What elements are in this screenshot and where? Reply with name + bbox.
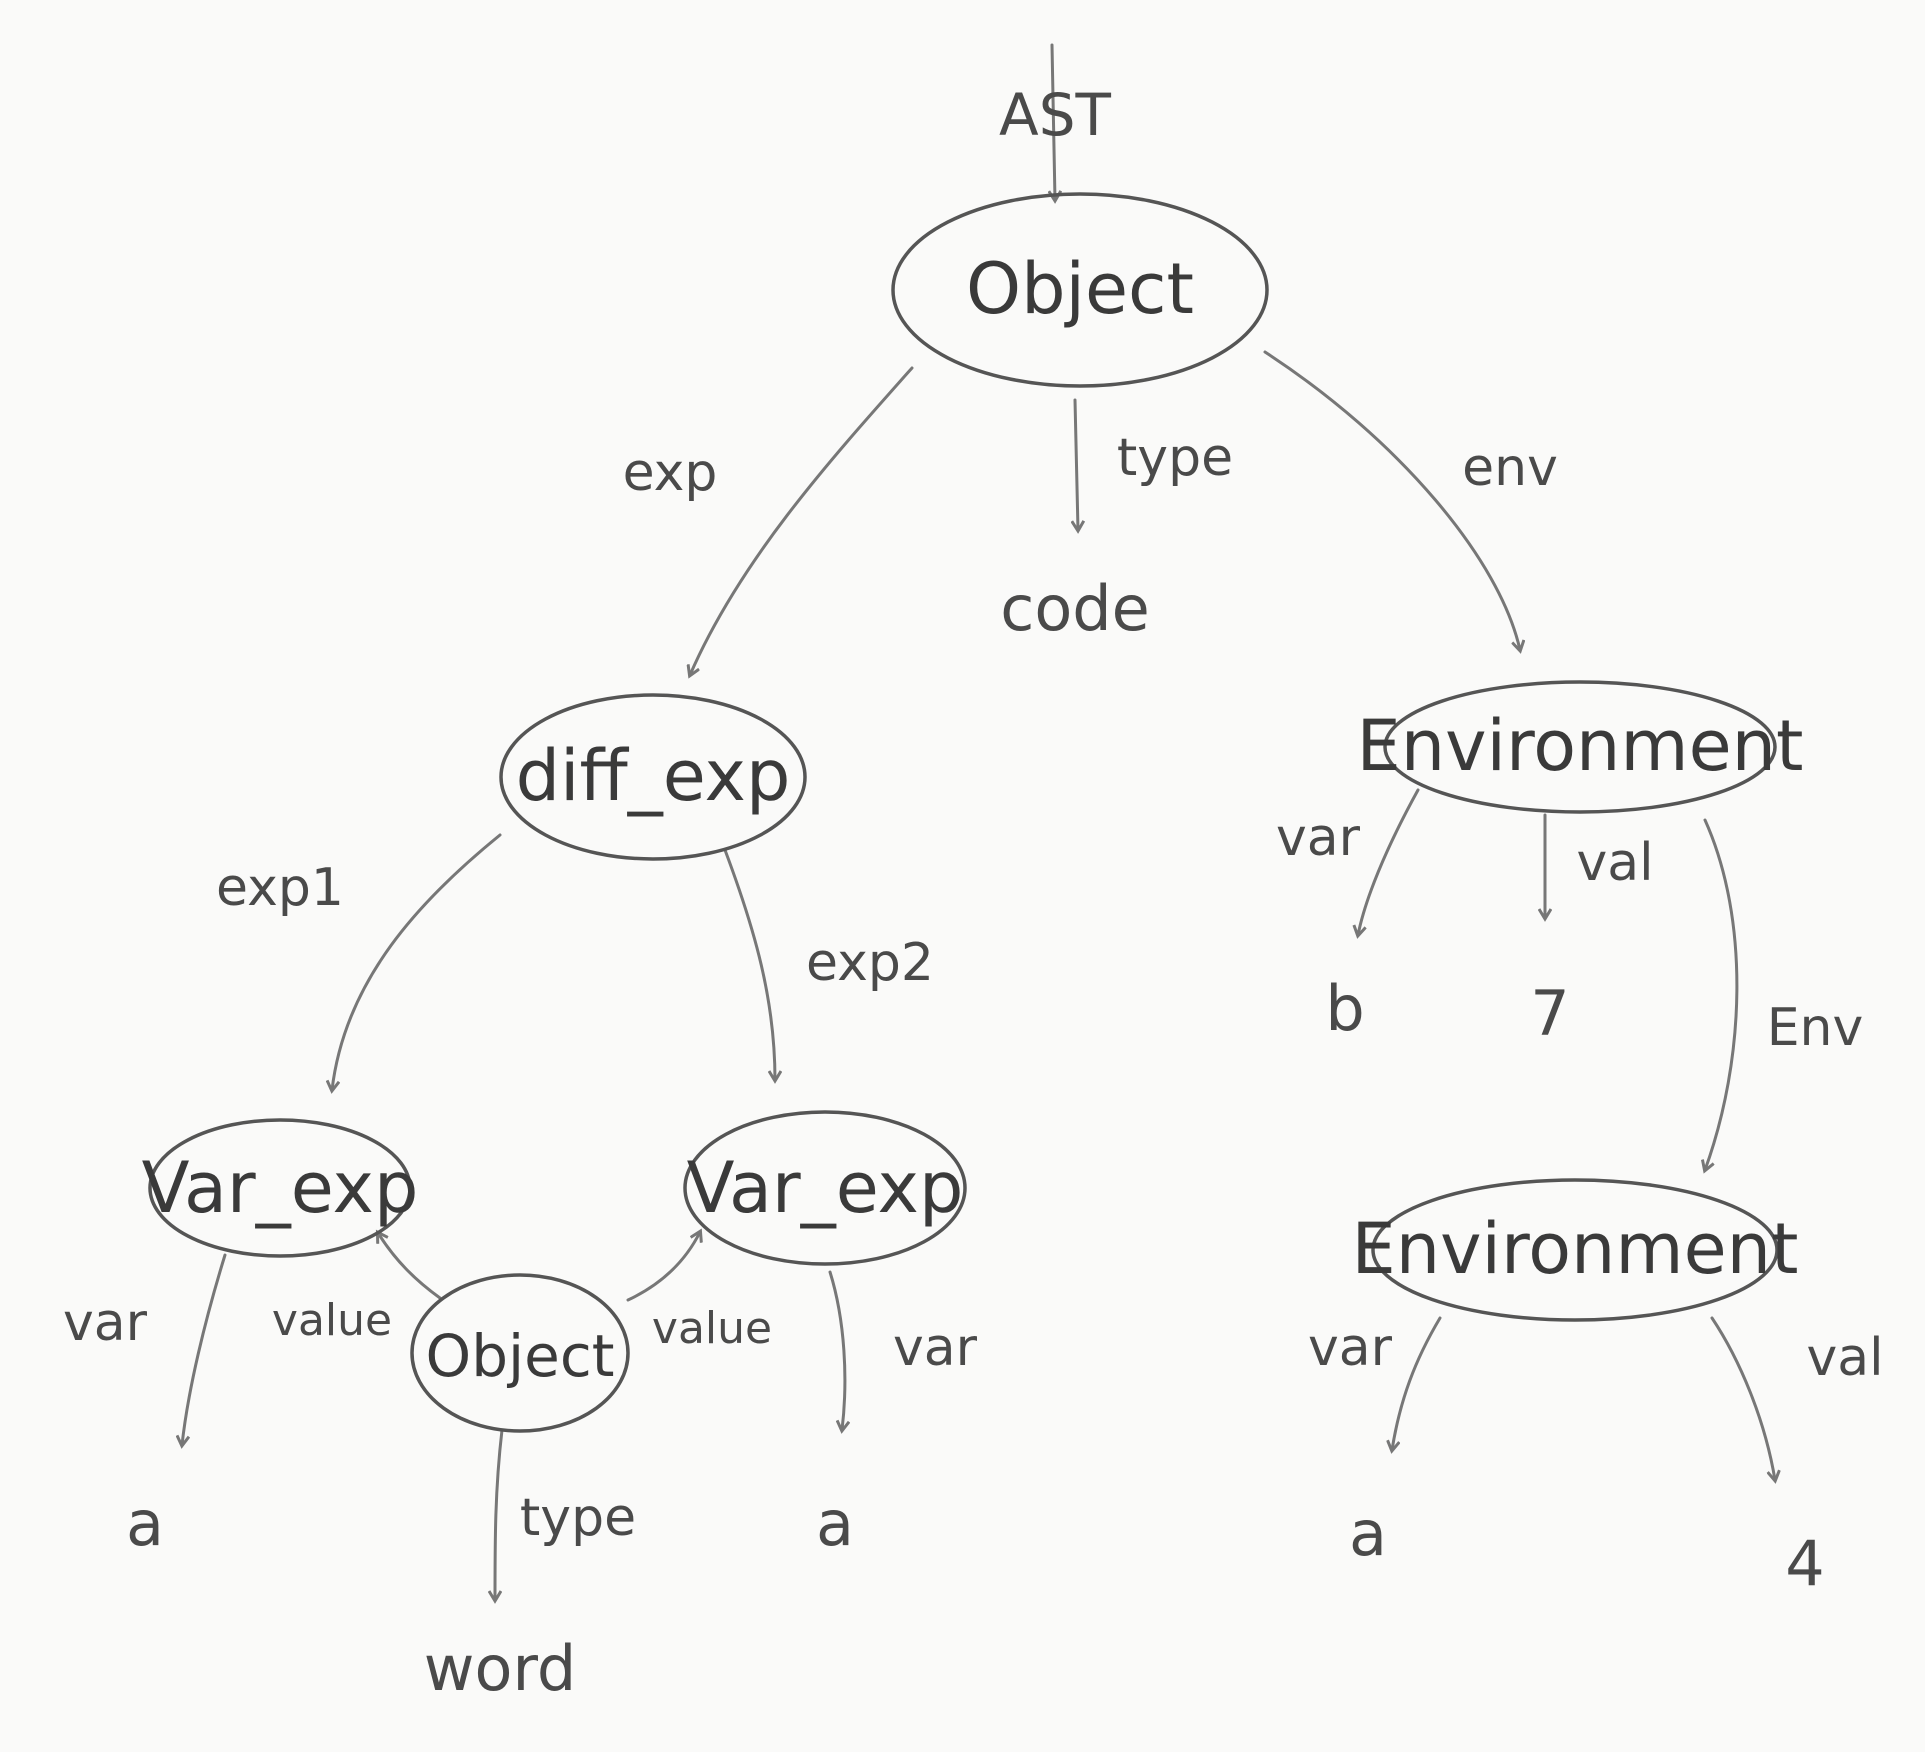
node-var-exp-left-label: Var_exp	[142, 1147, 419, 1229]
label-value-left: value	[272, 1295, 392, 1346]
edge-value-right	[626, 1232, 700, 1302]
edge-exp	[690, 366, 914, 675]
label-exp: exp	[623, 443, 718, 503]
edge-env	[1263, 350, 1520, 650]
node-diff-exp: diff_exp	[499, 693, 807, 861]
edge-val-env2	[1710, 1316, 1775, 1480]
leaf-code: code	[1000, 572, 1150, 645]
edge-var-left	[182, 1253, 227, 1445]
label-val-env2: val	[1806, 1328, 1883, 1388]
leaf-seven: 7	[1530, 977, 1569, 1050]
node-object-root-label: Object	[966, 248, 1194, 330]
node-diff-exp-label: diff_exp	[516, 735, 791, 817]
label-exp2: exp2	[806, 933, 934, 993]
edge-env-link	[1705, 818, 1739, 1170]
leaf-word: word	[424, 1632, 576, 1705]
edge-type-root	[1075, 398, 1078, 530]
label-type-inner: type	[520, 1488, 636, 1548]
edge-var-env2	[1392, 1316, 1442, 1450]
label-env: env	[1462, 438, 1558, 498]
leaf-a-mid: a	[816, 1487, 854, 1560]
node-var-exp-left: Var_exp	[142, 1118, 419, 1258]
label-val-env1: val	[1576, 833, 1653, 893]
edge-type-inner	[495, 1428, 504, 1600]
edge-exp2	[723, 848, 775, 1080]
node-object-inner-label: Object	[426, 1322, 615, 1390]
node-object-inner: Object	[410, 1273, 630, 1433]
leaf-four: 4	[1785, 1527, 1824, 1600]
node-environment-1: Environment	[1357, 680, 1804, 814]
label-ast: AST	[999, 81, 1111, 149]
leaf-b: b	[1325, 972, 1364, 1045]
label-var-left: var	[63, 1293, 148, 1353]
label-type-root: type	[1117, 428, 1233, 488]
label-value-right: value	[652, 1303, 772, 1354]
node-var-exp-right: Var_exp	[683, 1110, 967, 1266]
node-environment-1-label: Environment	[1357, 705, 1804, 787]
node-object-root: Object	[891, 192, 1269, 388]
label-env-link: Env	[1767, 998, 1864, 1058]
leaf-a-right: a	[1349, 1497, 1387, 1570]
edge-exp1	[332, 833, 502, 1090]
edge-var-right	[828, 1270, 845, 1430]
label-var-env2: var	[1308, 1318, 1393, 1378]
edge-ast	[1052, 43, 1055, 200]
node-environment-2: Environment	[1352, 1178, 1799, 1322]
edge-value-left	[378, 1233, 442, 1300]
edge-var-env1	[1358, 788, 1420, 935]
label-var-right: var	[893, 1318, 978, 1378]
node-var-exp-right-label: Var_exp	[687, 1147, 964, 1229]
label-exp1: exp1	[216, 858, 344, 918]
label-var-env1: var	[1276, 808, 1361, 868]
node-environment-2-label: Environment	[1352, 1208, 1799, 1290]
leaf-a-left: a	[126, 1487, 164, 1560]
